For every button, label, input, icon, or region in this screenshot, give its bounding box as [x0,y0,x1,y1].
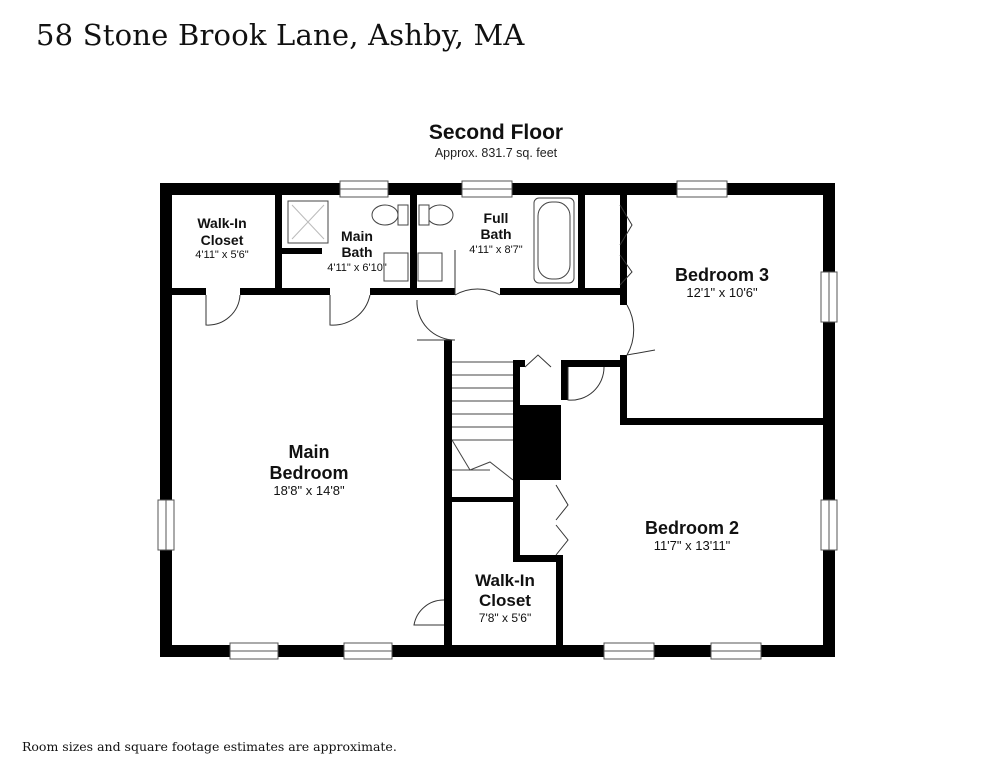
toilet-icon [426,204,454,226]
svg-text:4'11" x 6'10": 4'11" x 6'10" [327,262,387,274]
doors [205,204,656,626]
svg-text:Bath: Bath [341,244,372,260]
svg-text:Bedroom: Bedroom [269,463,348,483]
svg-text:Walk-In: Walk-In [197,215,246,231]
svg-text:4'11" x 8'7": 4'11" x 8'7" [469,244,522,256]
room-main-bedroom: Main Bedroom 18'8" x 14'8" [269,442,348,498]
svg-text:Walk-In: Walk-In [475,571,535,590]
svg-text:Bedroom 2: Bedroom 2 [645,518,739,538]
room-walkin-closet-1: Walk-In Closet 4'11" x 5'6" [195,215,248,261]
floor-title: Second Floor [429,121,563,144]
room-bedroom-3: Bedroom 3 12'1" x 10'6" [675,265,769,300]
disclaimer-note: Room sizes and square footage estimates … [22,739,397,754]
room-full-bath: Full Bath 4'11" x 8'7" [469,210,522,256]
interior-walls [172,195,823,645]
bath-fixtures [287,197,575,284]
svg-text:Main: Main [341,228,373,244]
svg-text:Full: Full [484,210,509,226]
svg-text:Closet: Closet [201,232,244,248]
room-bedroom-2: Bedroom 2 11'7" x 13'11" [645,518,739,553]
toilet-icon [371,204,399,226]
floor-area: Approx. 831.7 sq. feet [435,146,558,160]
listing-address: 58 Stone Brook Lane, Ashby, MA [36,18,525,52]
sink-icon [417,252,443,282]
svg-text:Main: Main [288,442,329,462]
svg-text:4'11" x 5'6": 4'11" x 5'6" [195,249,248,261]
svg-text:18'8" x 14'8": 18'8" x 14'8" [273,483,345,498]
svg-text:11'7" x 13'11": 11'7" x 13'11" [654,538,731,553]
room-walkin-closet-2: Walk-In Closet 7'8" x 5'6" [475,571,535,625]
svg-text:12'1" x 10'6": 12'1" x 10'6" [686,285,758,300]
svg-text:Bedroom 3: Bedroom 3 [675,265,769,285]
staircase [451,361,514,481]
svg-text:7'8" x 5'6": 7'8" x 5'6" [479,611,531,625]
sink-icon [383,252,409,282]
room-main-bath: Main Bath 4'11" x 6'10" [327,228,387,274]
svg-text:Closet: Closet [479,591,531,610]
svg-text:Bath: Bath [480,226,511,242]
windows [157,180,838,660]
